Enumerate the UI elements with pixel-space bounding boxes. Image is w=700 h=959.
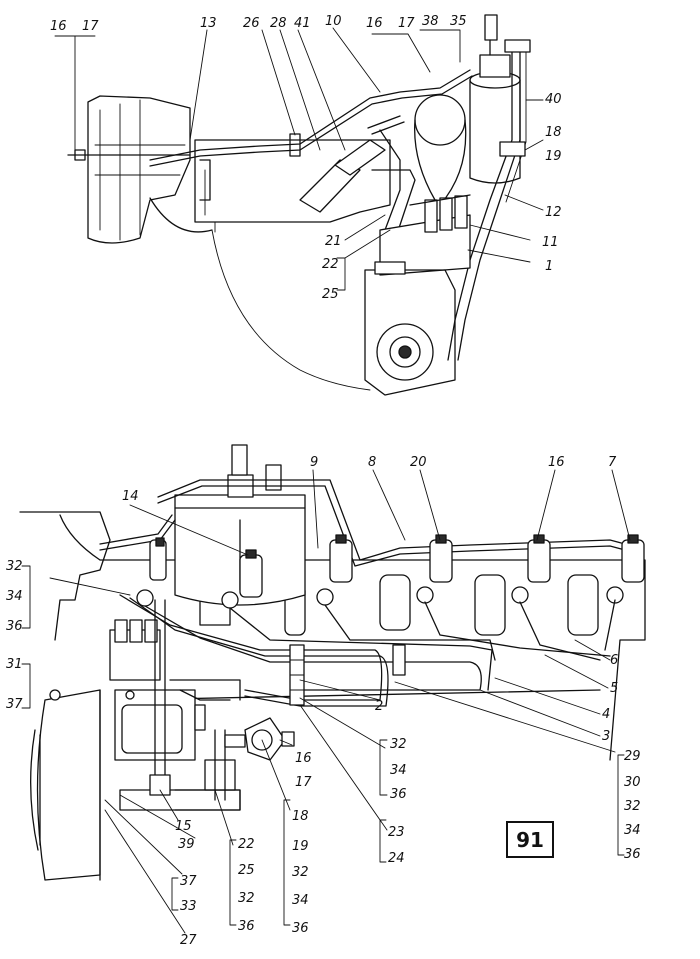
callout-17a: 17 [82, 19, 99, 34]
figure-number-badge: 91 [506, 821, 554, 858]
fuel-line-main [149, 69, 471, 161]
callout-4: 4 [602, 707, 610, 722]
callout-16a: 16 [50, 19, 67, 34]
side-view [19, 444, 646, 934]
callout-22a: 22 [322, 257, 339, 272]
callout-37a: 37 [6, 697, 23, 712]
callout-6: 6 [610, 653, 618, 668]
callouts-top: 16 17 13 26 28 41 10 16 17 38 35 40 18 1… [50, 14, 562, 302]
callout-2: 2 [375, 699, 383, 714]
fuel-pump-top [364, 194, 471, 396]
callout-1: 1 [545, 259, 553, 274]
fuel-rail-top [157, 479, 641, 561]
callout-26: 26 [243, 16, 260, 31]
callout-28: 28 [270, 16, 287, 31]
fuel-filter-top [414, 94, 467, 206]
callout-9: 9 [310, 455, 318, 470]
leader-lines-side [21, 469, 631, 934]
callout-21: 21 [325, 234, 342, 249]
callout-36c: 36 [390, 787, 407, 802]
callout-35: 35 [450, 14, 467, 29]
callout-19b: 19 [292, 839, 309, 854]
callout-8: 8 [368, 455, 376, 470]
callout-15: 15 [175, 819, 192, 834]
mount-bracket [174, 789, 241, 811]
control-valve [224, 717, 295, 761]
callout-33: 33 [180, 899, 197, 914]
injector-cluster-top [289, 115, 416, 241]
callout-36b: 36 [624, 847, 641, 862]
callout-5: 5 [610, 681, 618, 696]
leader-lines-top [54, 27, 544, 291]
callout-36e: 36 [238, 919, 255, 934]
callout-31: 31 [6, 657, 23, 672]
callout-39: 39 [178, 837, 195, 852]
callout-32a: 32 [6, 559, 23, 574]
callout-18b: 18 [292, 809, 309, 824]
callout-27: 27 [180, 933, 197, 948]
pipe-40 [447, 47, 513, 361]
hp-lines-bundle [119, 594, 616, 707]
callout-23: 23 [388, 825, 405, 840]
callout-29: 29 [624, 749, 641, 764]
callout-11: 11 [542, 235, 559, 250]
bell-housing [19, 511, 111, 881]
callout-36a: 36 [6, 619, 23, 634]
callout-13: 13 [200, 16, 217, 31]
crankcase-body [194, 139, 391, 391]
flywheel-housing [67, 95, 213, 244]
callout-17b: 17 [398, 16, 415, 31]
callout-32c: 32 [390, 737, 407, 752]
callout-32d: 32 [292, 865, 309, 880]
callout-17d: 17 [295, 775, 312, 790]
secondary-filter [469, 14, 521, 184]
callout-3: 3 [602, 729, 610, 744]
callout-34d: 34 [292, 893, 309, 908]
callout-24: 24 [388, 851, 405, 866]
callout-16b: 16 [366, 16, 383, 31]
callouts-side: 14 9 8 20 16 7 32 34 36 31 37 6 5 4 3 29… [6, 455, 641, 948]
top-view [54, 14, 544, 396]
callout-37b: 37 [180, 874, 197, 889]
callout-16d: 16 [295, 751, 312, 766]
callout-34b: 34 [624, 823, 641, 838]
figure-number: 91 [516, 828, 544, 852]
callout-16c: 16 [548, 455, 565, 470]
callout-30: 30 [624, 775, 641, 790]
fuel-rail-top-2 [157, 485, 641, 567]
callout-7: 7 [608, 455, 617, 470]
callout-25a: 25 [322, 287, 339, 302]
fuel-pump-side [109, 599, 241, 801]
callout-20: 20 [410, 455, 427, 470]
callout-34c: 34 [390, 763, 407, 778]
callout-32e: 32 [238, 891, 255, 906]
callout-25b: 25 [238, 863, 255, 878]
callout-34a: 34 [6, 589, 23, 604]
callout-41: 41 [294, 16, 311, 31]
callout-10: 10 [325, 14, 342, 29]
callout-19a: 19 [545, 149, 562, 164]
callout-38: 38 [422, 14, 439, 29]
callout-32b: 32 [624, 799, 641, 814]
injector-row [136, 534, 645, 609]
callout-18a: 18 [545, 125, 562, 140]
callout-22b: 22 [238, 837, 255, 852]
callout-40: 40 [545, 92, 562, 107]
callout-12: 12 [545, 205, 562, 220]
callout-14: 14 [122, 489, 139, 504]
callout-36d: 36 [292, 921, 309, 936]
